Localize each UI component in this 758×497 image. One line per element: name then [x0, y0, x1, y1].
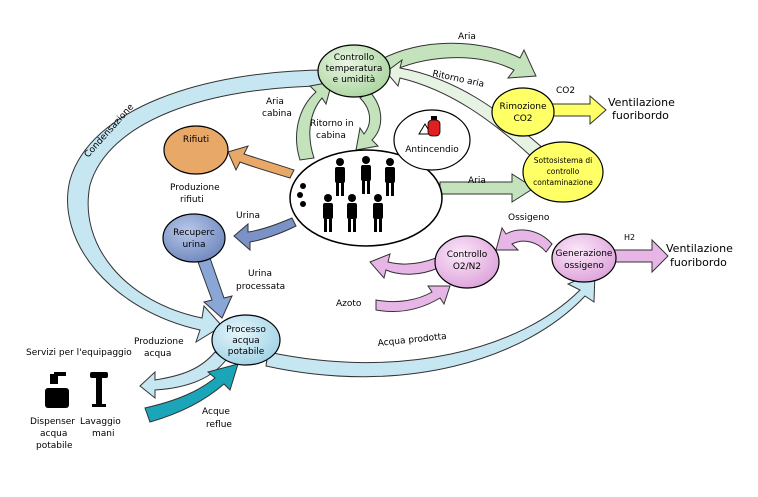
- h2-arrow: [613, 238, 669, 274]
- label-ritorno-cabina-line2: cabina: [316, 131, 346, 141]
- label-acque-reflue-line1: Acque: [202, 407, 230, 417]
- crew-cabin-ellipse: [289, 149, 443, 247]
- label-lavaggio-line1: Lavaggio: [80, 417, 121, 427]
- controllo-o2n2-line2: O2/N2: [453, 262, 481, 272]
- aria-mid-arrow: [439, 173, 535, 203]
- label-ventilazione-2-line2: fuoribordo: [670, 256, 727, 269]
- label-dispenser-line2: acqua: [40, 429, 67, 439]
- ritorno-cabina-arrow: [355, 91, 382, 151]
- co2-arrow: [547, 94, 607, 126]
- node-generazione-ossigeno: Generazione ossigeno: [551, 233, 617, 283]
- label-h2: H2: [624, 233, 635, 242]
- label-servizi: Servizi per l'equipaggio: [26, 348, 132, 358]
- antincendio-label: Antincendio: [405, 145, 459, 155]
- label-co2: CO2: [556, 86, 575, 96]
- controllo-temperatura-line2: temperatura: [326, 64, 383, 74]
- label-acqua-prodotta: Acqua prodotta: [377, 332, 447, 349]
- ossigeno-arrow: [495, 226, 553, 253]
- label-ventilazione-1-line2: fuoribordo: [612, 109, 669, 122]
- label-aria-mid: Aria: [468, 176, 486, 186]
- rimozione-co2-line2: CO2: [513, 114, 532, 124]
- processo-acqua-line2: acqua: [232, 336, 259, 346]
- sottosistema-line2: controllo: [547, 167, 580, 176]
- azoto-arrow: [375, 285, 451, 312]
- node-rifiuti: Rifiuti: [163, 125, 229, 175]
- label-aria-cabina-line1: Aria: [266, 97, 284, 107]
- label-lavaggio-line2: mani: [92, 429, 115, 439]
- sink-icon: [90, 372, 108, 407]
- label-urina-processata-line1: Urina: [248, 269, 272, 279]
- aria-top-arrow: [379, 42, 537, 79]
- label-produzione-acqua-line2: acqua: [144, 349, 171, 359]
- urina-arrow: [233, 217, 297, 252]
- urina-processata-arrow: [197, 257, 233, 319]
- node-processo-acqua: Processo acqua potabile: [211, 314, 281, 366]
- label-dispenser-line1: Dispenser: [30, 417, 75, 427]
- label-dispenser-line3: potabile: [36, 441, 73, 451]
- acque-reflue-arrow: [144, 363, 239, 423]
- o2n2-to-left-arrow: [369, 253, 439, 280]
- processo-acqua-line1: Processo: [226, 325, 266, 335]
- label-ventilazione-2-line1: Ventilazione: [666, 242, 733, 255]
- sottosistema-line3: contaminazione: [533, 178, 593, 187]
- water-dispenser-icon: [45, 372, 69, 408]
- generazione-ossigeno-line2: ossigeno: [564, 261, 604, 271]
- controllo-o2n2-line1: Controllo: [447, 250, 488, 260]
- sottosistema-line1: Sottosistema di: [534, 156, 592, 165]
- fire-extinguisher-icon: [418, 116, 441, 137]
- label-acque-reflue-line2: reflue: [206, 420, 232, 430]
- node-antincendio: Antincendio: [393, 109, 471, 171]
- rimozione-co2-line1: Rimozione: [500, 102, 547, 112]
- label-produzione-rifiuti-line2: rifiuti: [180, 195, 204, 205]
- recupero-urina-line2: urina: [182, 240, 205, 250]
- controllo-temperatura-line1: Controllo: [334, 53, 375, 63]
- node-rimozione-co2: Rimozione CO2: [491, 87, 555, 137]
- controllo-temperatura-line3: e umidità: [333, 75, 376, 85]
- rifiuti-label: Rifiuti: [183, 135, 209, 145]
- aria-cabina-arrow: [296, 81, 333, 161]
- label-ossigeno: Ossigeno: [508, 213, 550, 223]
- node-controllo-o2n2: Controllo O2/N2: [434, 235, 500, 289]
- crew-figures-icon: [297, 156, 395, 232]
- produzione-rifiuti-arrow: [227, 145, 295, 179]
- processo-acqua-line3: potabile: [228, 347, 265, 357]
- label-ritorno-cabina-line1: Ritorno in: [310, 119, 354, 129]
- label-aria-cabina-line2: cabina: [262, 109, 292, 119]
- node-recupero-urina: Recuperc urina: [162, 213, 226, 263]
- label-urina-processata-line2: processata: [236, 282, 285, 292]
- label-produzione-rifiuti-line1: Produzione: [170, 183, 220, 193]
- label-azoto: Azoto: [336, 299, 362, 309]
- acqua-prodotta-arrow: [265, 271, 596, 378]
- generazione-ossigeno-line1: Generazione: [556, 249, 613, 259]
- label-ventilazione-1-line1: Ventilazione: [608, 96, 675, 109]
- node-sottosistema: Sottosistema di controllo contaminazione: [522, 141, 604, 203]
- label-aria-top: Aria: [458, 32, 476, 42]
- node-controllo-temperatura: Controllo temperatura e umidità: [317, 44, 391, 98]
- label-urina: Urina: [236, 211, 260, 221]
- recupero-urina-line1: Recuperc: [173, 228, 215, 238]
- label-produzione-acqua-line1: Produzione: [134, 337, 184, 347]
